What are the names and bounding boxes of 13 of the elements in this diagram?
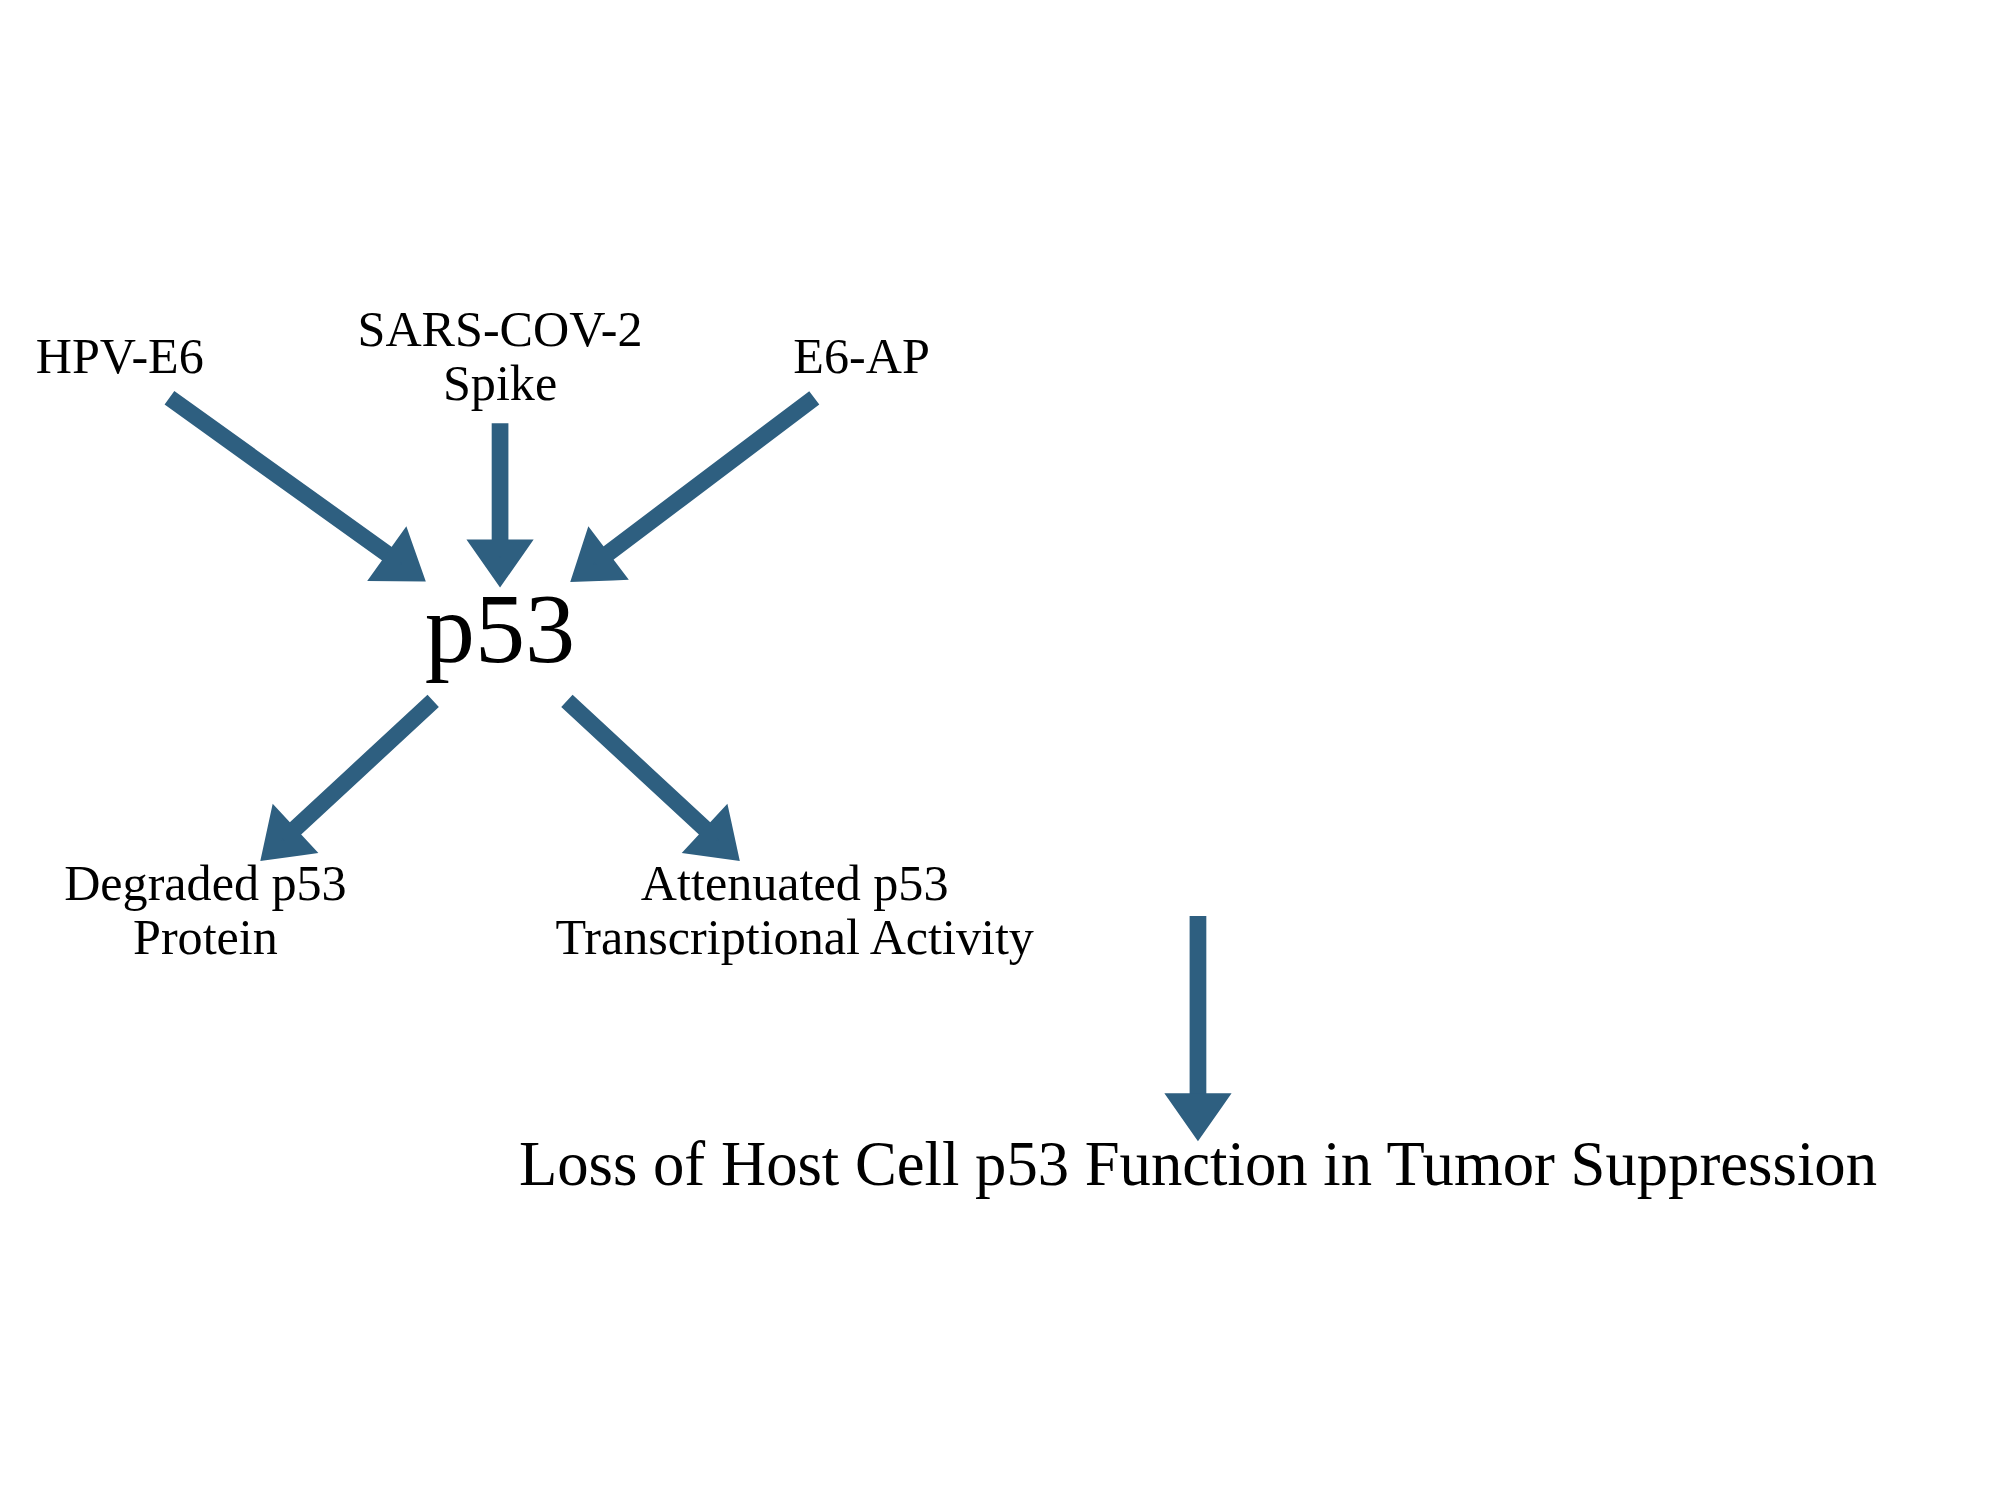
node-text: p53	[424, 572, 575, 684]
arrow	[560, 694, 740, 861]
node-text: E6-AP	[792, 328, 930, 385]
node-text: Degraded p53 Protein	[63, 854, 347, 965]
node-text: SARS-COV-2 Spike	[357, 300, 643, 412]
node-text: Loss of Host Cell p53 Function in Tumor Suppression	[518, 1129, 1877, 1200]
arrow	[164, 391, 426, 582]
node-text: HPV-E6	[35, 328, 204, 385]
arrow	[1163, 916, 1232, 1142]
node-text: Attenuated p53 Transcriptional Activity	[554, 854, 1034, 965]
arrow	[569, 391, 819, 582]
arrow	[465, 423, 534, 588]
arrow	[259, 694, 439, 861]
